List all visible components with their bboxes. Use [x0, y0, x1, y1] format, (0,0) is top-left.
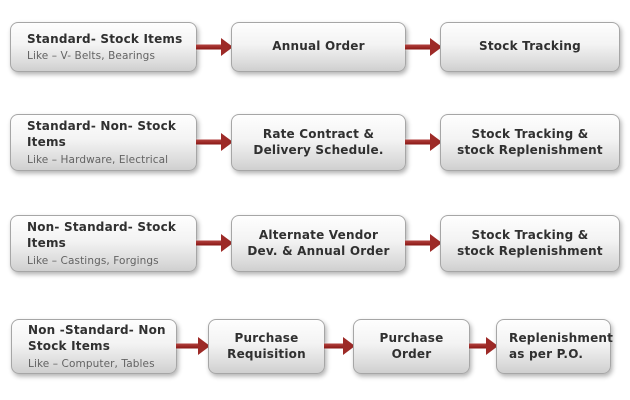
flow-arrow: [405, 37, 442, 57]
arrow-head-icon: [430, 133, 442, 151]
node-standard-stock-items: Standard- Stock Items Like – V- Belts, B…: [10, 22, 197, 72]
node-title: Rate Contract & Delivery Schedule.: [253, 126, 384, 157]
node-subtitle: Like – Castings, Forgings: [27, 254, 159, 267]
flow-arrow: [196, 132, 233, 152]
node-title: Replenishment as per P.O.: [509, 330, 614, 361]
arrow-shaft: [196, 139, 223, 145]
node-non-standard-non-stock-items: Non -Standard- Non Stock Items Like – Co…: [11, 319, 177, 374]
node-subtitle: Like – Computer, Tables: [28, 357, 155, 370]
arrow-head-icon: [221, 234, 233, 252]
arrow-shaft: [196, 240, 223, 246]
node-stock-tracking-replenishment-1: Stock Tracking & stock Replenishment: [440, 114, 620, 171]
arrow-shaft: [405, 240, 432, 246]
node-title: Stock Tracking & stock Replenishment: [457, 227, 603, 258]
flow-arrow: [324, 336, 355, 356]
node-title: Purchase Requisition: [227, 330, 306, 361]
arrow-head-icon: [221, 133, 233, 151]
node-purchase-order: Purchase Order: [353, 319, 470, 374]
node-title: Non -Standard- Non Stock Items: [28, 323, 166, 353]
node-purchase-requisition: Purchase Requisition: [208, 319, 325, 374]
arrow-shaft: [469, 343, 488, 349]
arrow-head-icon: [343, 337, 355, 355]
node-title: Alternate Vendor Dev. & Annual Order: [247, 227, 390, 258]
flow-arrow: [196, 37, 233, 57]
arrow-shaft: [405, 139, 432, 145]
flow-arrow: [405, 233, 442, 253]
flow-arrow: [176, 336, 210, 356]
flow-arrow: [196, 233, 233, 253]
arrow-head-icon: [198, 337, 210, 355]
node-title: Standard- Non- Stock Items: [27, 119, 177, 149]
flow-arrow: [405, 132, 442, 152]
node-rate-contract-delivery-schedule: Rate Contract & Delivery Schedule.: [231, 114, 406, 171]
node-title: Stock Tracking: [479, 39, 581, 54]
node-subtitle: Like – Hardware, Electrical: [27, 153, 169, 166]
node-title: Purchase Order: [379, 330, 444, 361]
node-standard-non-stock-items: Standard- Non- Stock Items Like – Hardwa…: [10, 114, 197, 171]
node-subtitle: Like – V- Belts, Bearings: [27, 50, 156, 63]
node-stock-tracking-replenishment-2: Stock Tracking & stock Replenishment: [440, 215, 620, 272]
flow-arrow: [469, 336, 498, 356]
arrow-shaft: [324, 343, 345, 349]
arrow-head-icon: [221, 38, 233, 56]
node-title: Stock Tracking & stock Replenishment: [457, 126, 603, 157]
arrow-shaft: [405, 44, 432, 50]
arrow-shaft: [176, 343, 200, 349]
node-alternate-vendor-dev-annual-order: Alternate Vendor Dev. & Annual Order: [231, 215, 406, 272]
arrow-head-icon: [430, 38, 442, 56]
arrow-head-icon: [430, 234, 442, 252]
node-replenishment-as-per-po: Replenishment as per P.O.: [496, 319, 614, 374]
arrow-shaft: [196, 44, 223, 50]
arrow-head-icon: [486, 337, 498, 355]
node-stock-tracking: Stock Tracking: [440, 22, 620, 72]
node-title: Non- Standard- Stock Items: [27, 220, 177, 250]
node-title: Annual Order: [272, 39, 365, 54]
node-title: Standard- Stock Items: [27, 31, 183, 46]
node-non-standard-stock-items: Non- Standard- Stock Items Like – Castin…: [10, 215, 197, 272]
node-annual-order: Annual Order: [231, 22, 406, 72]
